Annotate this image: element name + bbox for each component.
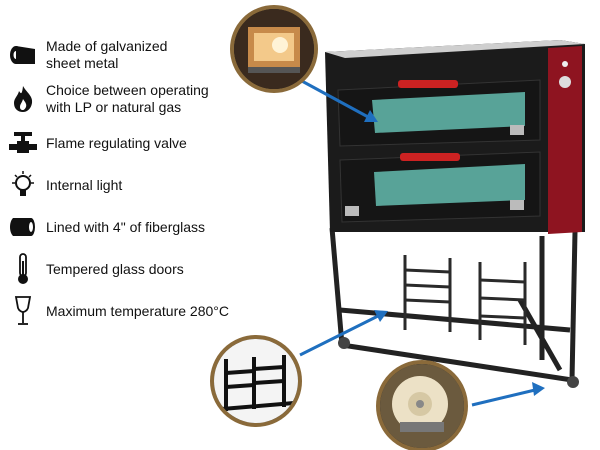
thermometer-icon: [8, 252, 38, 286]
callout-tray-rack: [210, 335, 302, 427]
control-knob: [559, 76, 571, 88]
feature-fiberglass: Lined with 4" of fiberglass: [8, 210, 205, 244]
insulation-roll-icon: [8, 210, 38, 244]
caster-wheel-closeup: [380, 364, 464, 448]
valve-icon: [8, 126, 38, 160]
interior-light-closeup: [234, 9, 314, 89]
gas-flame-icon: [8, 82, 38, 116]
sheet-metal-roll-icon: [8, 38, 38, 72]
feature-max-temp: Maximum temperature 280°C: [8, 294, 229, 328]
feature-text: Tempered glass doors: [46, 260, 184, 277]
feature-text: Lined with 4" of fiberglass: [46, 218, 206, 235]
feature-galvanized: Made of galvanized sheet metal: [8, 38, 167, 72]
feature-glass-doors: Tempered glass doors: [8, 252, 184, 286]
callout-caster-wheel: [376, 360, 468, 450]
oven-side-panel: [548, 46, 582, 234]
feature-valve: Flame regulating valve: [8, 126, 187, 160]
upper-door-handle: [398, 80, 458, 88]
callout-arrows: [299, 78, 545, 407]
feature-light: Internal light: [8, 168, 122, 202]
feature-text: Maximum temperature 280°C: [46, 302, 229, 319]
wine-glass-icon: [8, 294, 38, 328]
feature-gas: Choice between operating with LP or natu…: [8, 82, 209, 116]
lower-door-glass: [374, 164, 525, 206]
feature-text: Flame regulating valve: [46, 134, 187, 151]
feature-text: Choice between operating with LP or natu…: [46, 82, 209, 115]
light-bulb-icon: [8, 168, 38, 202]
upper-door-glass: [372, 92, 525, 133]
tray-rack-closeup: [214, 339, 298, 423]
callout-interior-light: [230, 5, 318, 93]
lower-door-handle: [400, 153, 460, 161]
caster-wheel: [567, 376, 579, 388]
tray-rack: [403, 255, 527, 345]
feature-text: Internal light: [46, 176, 123, 193]
feature-text: Made of galvanized sheet metal: [46, 38, 168, 71]
caster-wheel: [338, 337, 350, 349]
oven-stand: [329, 227, 578, 383]
